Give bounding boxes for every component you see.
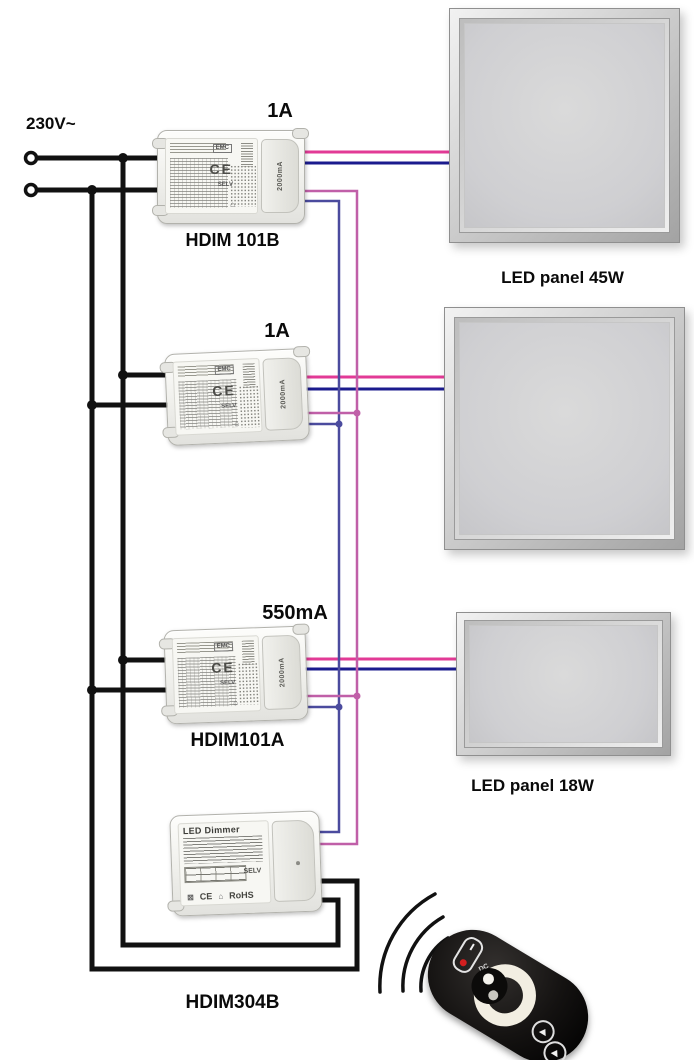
label-fine-print: [170, 143, 226, 154]
junction-dot: [353, 692, 361, 700]
selv-mark: SELV: [217, 182, 233, 188]
driver-spec-label: EMC CE SELV ⌂: [171, 635, 262, 715]
output-current-label: 2000mA: [277, 657, 286, 688]
label-dip-matrix: [230, 165, 256, 207]
rohs-mark: RoHS: [228, 889, 254, 901]
dimmer-name-label: HDIM304B: [185, 992, 280, 1013]
label-dip-matrix: [237, 662, 262, 705]
driver2-rating-label: 1A: [264, 320, 290, 342]
led-panel-45w-bottom: [444, 307, 685, 550]
output-current-label: 2000mA: [276, 161, 284, 191]
terminal-neutral: [23, 182, 39, 198]
dim-bus: [296, 189, 361, 846]
junction-dot: [87, 400, 97, 410]
emc-mark: EMC: [214, 365, 234, 375]
supply-terminals: [23, 150, 39, 198]
safety-icons: ⌂: [234, 418, 242, 429]
mounting-ear: [292, 128, 309, 139]
wheel-dot: [480, 971, 497, 987]
panel-45w-label: LED panel 45W: [501, 268, 624, 287]
dim-bus-pink: [296, 189, 359, 846]
brightness-up-icon: [538, 1026, 549, 1036]
junction-dot: [353, 409, 361, 417]
driver1-name-label: HDIM 101B: [185, 230, 280, 250]
safety-icons: ⌂: [230, 200, 237, 209]
mounting-ear: [292, 623, 310, 635]
dimmer-title: LED Dimmer: [182, 824, 240, 837]
selv-mark: SELV: [243, 867, 262, 876]
led-dimmer-hdim304b: LED Dimmer SELV ⊠ CE ⌂ RoHS: [167, 810, 323, 917]
driver-spec-label: EMC CE SELV ⌂: [165, 138, 258, 214]
junction-dot: [335, 703, 343, 711]
junction-dot: [118, 153, 128, 163]
driver-output-flap: 2000mA: [261, 139, 299, 213]
label-fine-print: [183, 835, 263, 865]
brightness-down-icon: [550, 1047, 561, 1057]
label-table: [184, 864, 247, 884]
power-on-icon: [469, 943, 475, 951]
house-icon: ⌂: [218, 891, 224, 901]
driver-output-flap: 2000mA: [262, 357, 304, 431]
driver3-rating-label: 550mA: [262, 602, 328, 624]
dim-bus-blue: [296, 199, 341, 834]
driver3-name-label: HDIM101A: [190, 730, 285, 751]
junction-dot: [87, 185, 97, 195]
mains-junctions: [87, 153, 128, 695]
trash-crossed-icon: ⊠: [186, 892, 195, 903]
selv-mark: SELV: [219, 680, 236, 687]
panel-frame: [454, 317, 675, 540]
junction-dot: [118, 370, 128, 380]
panel-frame: [464, 620, 663, 748]
panel-diffuser: [469, 625, 658, 743]
led-panel-45w-top: [449, 8, 680, 243]
dimmer-terminal-flap: [271, 819, 317, 903]
ce-mark: CE: [199, 891, 213, 902]
output-current-label: 2000mA: [278, 378, 288, 410]
supply-voltage-label: 230V~: [26, 114, 76, 133]
terminal-screw: [295, 860, 301, 865]
label-code-block: [241, 143, 253, 167]
label-current-table: [170, 158, 228, 208]
led-panel-18w: [456, 612, 671, 756]
panel-18w-label: LED panel 18W: [471, 776, 594, 795]
emc-mark: EMC: [213, 642, 234, 652]
driver1-rating-label: 1A: [267, 100, 293, 122]
junction-dot: [335, 420, 343, 428]
label-dip-matrix: [238, 384, 263, 428]
led-driver-hdim101b: EMC CE SELV ⌂ 2000mA: [152, 128, 309, 224]
wireless-signal-arc: [401, 915, 445, 993]
mains-bus-neutral: [89, 187, 360, 972]
ce-mark: CE: [211, 382, 237, 400]
driver-spec-label: EMC CE SELV ⌂: [172, 357, 263, 436]
label-code-block: [242, 363, 256, 388]
panel-frame: [459, 18, 670, 233]
panel-output-pairs: [296, 150, 462, 671]
junction-dot: [87, 685, 97, 695]
ce-mark: CE: [211, 659, 236, 676]
wheel-dot: [486, 988, 501, 1003]
panel-diffuser: [459, 322, 670, 535]
panel-diffuser: [464, 23, 665, 228]
certification-row: ⊠ CE ⌂ RoHS: [187, 890, 254, 902]
led-driver-2: EMC CE SELV ⌂ 2000mA: [159, 345, 311, 447]
dimmer-spec-label: LED Dimmer SELV ⊠ CE ⌂ RoHS: [177, 820, 272, 907]
power-off-icon: [458, 957, 468, 968]
terminal-live: [23, 150, 39, 166]
emc-mark: EMC: [212, 144, 232, 153]
wireless-signal-arc: [378, 892, 437, 994]
mains-bus-live: [120, 155, 341, 948]
label-code-block: [241, 640, 255, 665]
selv-mark: SELV: [221, 403, 237, 410]
led-driver-hdim101a: EMC CE SELV ⌂ 2000mA: [158, 623, 310, 725]
mounting-ear: [292, 345, 311, 358]
driver-output-flap: 2000mA: [261, 634, 303, 711]
junction-dot: [118, 655, 128, 665]
ce-mark: CE: [209, 161, 233, 177]
mains-wiring: [34, 155, 360, 972]
safety-icons: ⌂: [232, 697, 241, 708]
